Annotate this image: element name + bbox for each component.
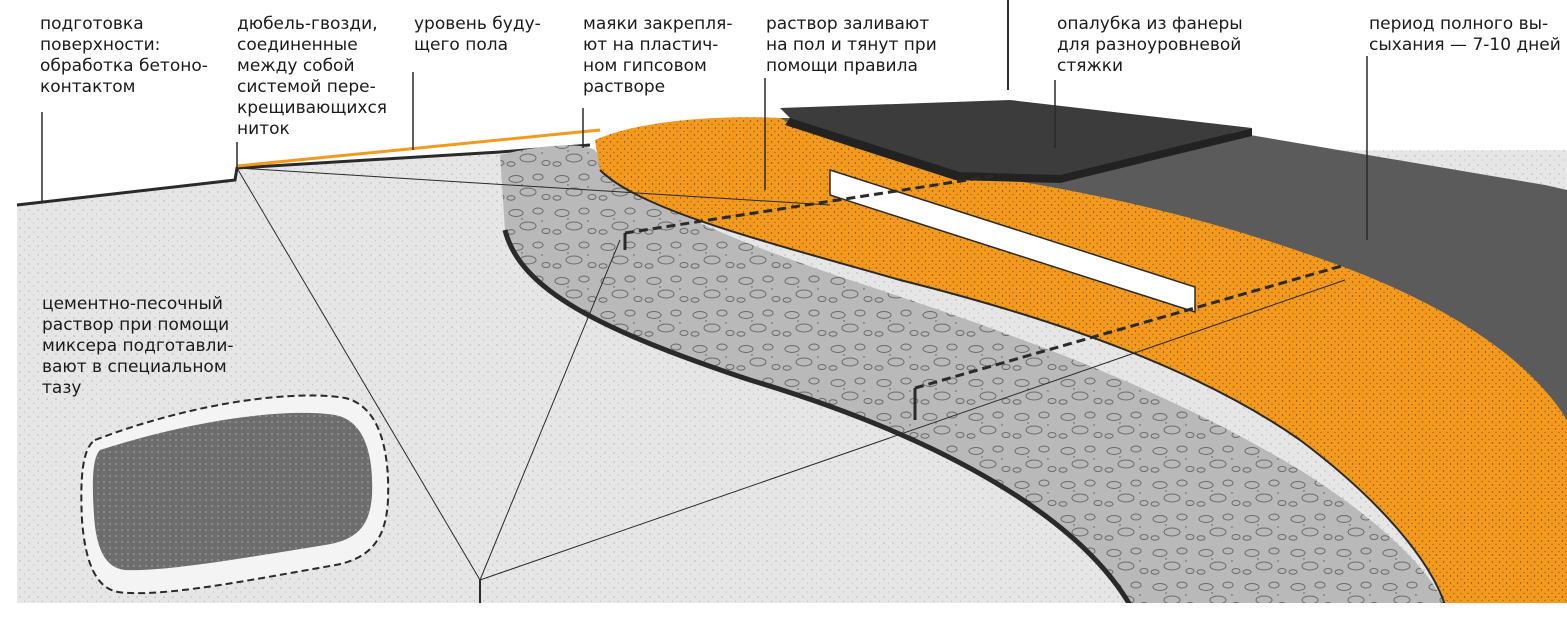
label-surface-prep: подготовка поверхности: обработка бетоно… <box>40 14 208 97</box>
label-future-level: уровень буду- щего пола <box>414 14 541 55</box>
label-formwork: опалубка из фанеры для разноуровневой ст… <box>1057 14 1243 76</box>
thread-network <box>236 167 1346 605</box>
orange-screed-layer <box>595 117 1567 605</box>
label-beacons: маяки закрепля- ют на пластич- ном гипсо… <box>583 14 733 97</box>
label-dowels: дюбель-гвозди, соединенные между собой с… <box>237 14 388 139</box>
beacon-rail <box>829 168 1196 314</box>
leader-lines <box>41 56 1368 240</box>
guide-line-2 <box>914 263 1346 390</box>
plywood-formwork-side <box>785 118 1252 183</box>
future-level-line <box>236 128 601 168</box>
label-mixing: цементно-песочный раствор при помощи мик… <box>42 294 234 398</box>
plywood-formwork <box>780 100 1252 175</box>
gravel-layer <box>500 145 1445 605</box>
label-pour: раствор заливают на пол и тянут при помо… <box>766 14 937 76</box>
gravel-front-edge <box>502 229 1133 607</box>
mixing-basin-icon <box>80 394 390 595</box>
label-drying: период полного вы- сыхания — 7-10 дней <box>1369 14 1561 55</box>
